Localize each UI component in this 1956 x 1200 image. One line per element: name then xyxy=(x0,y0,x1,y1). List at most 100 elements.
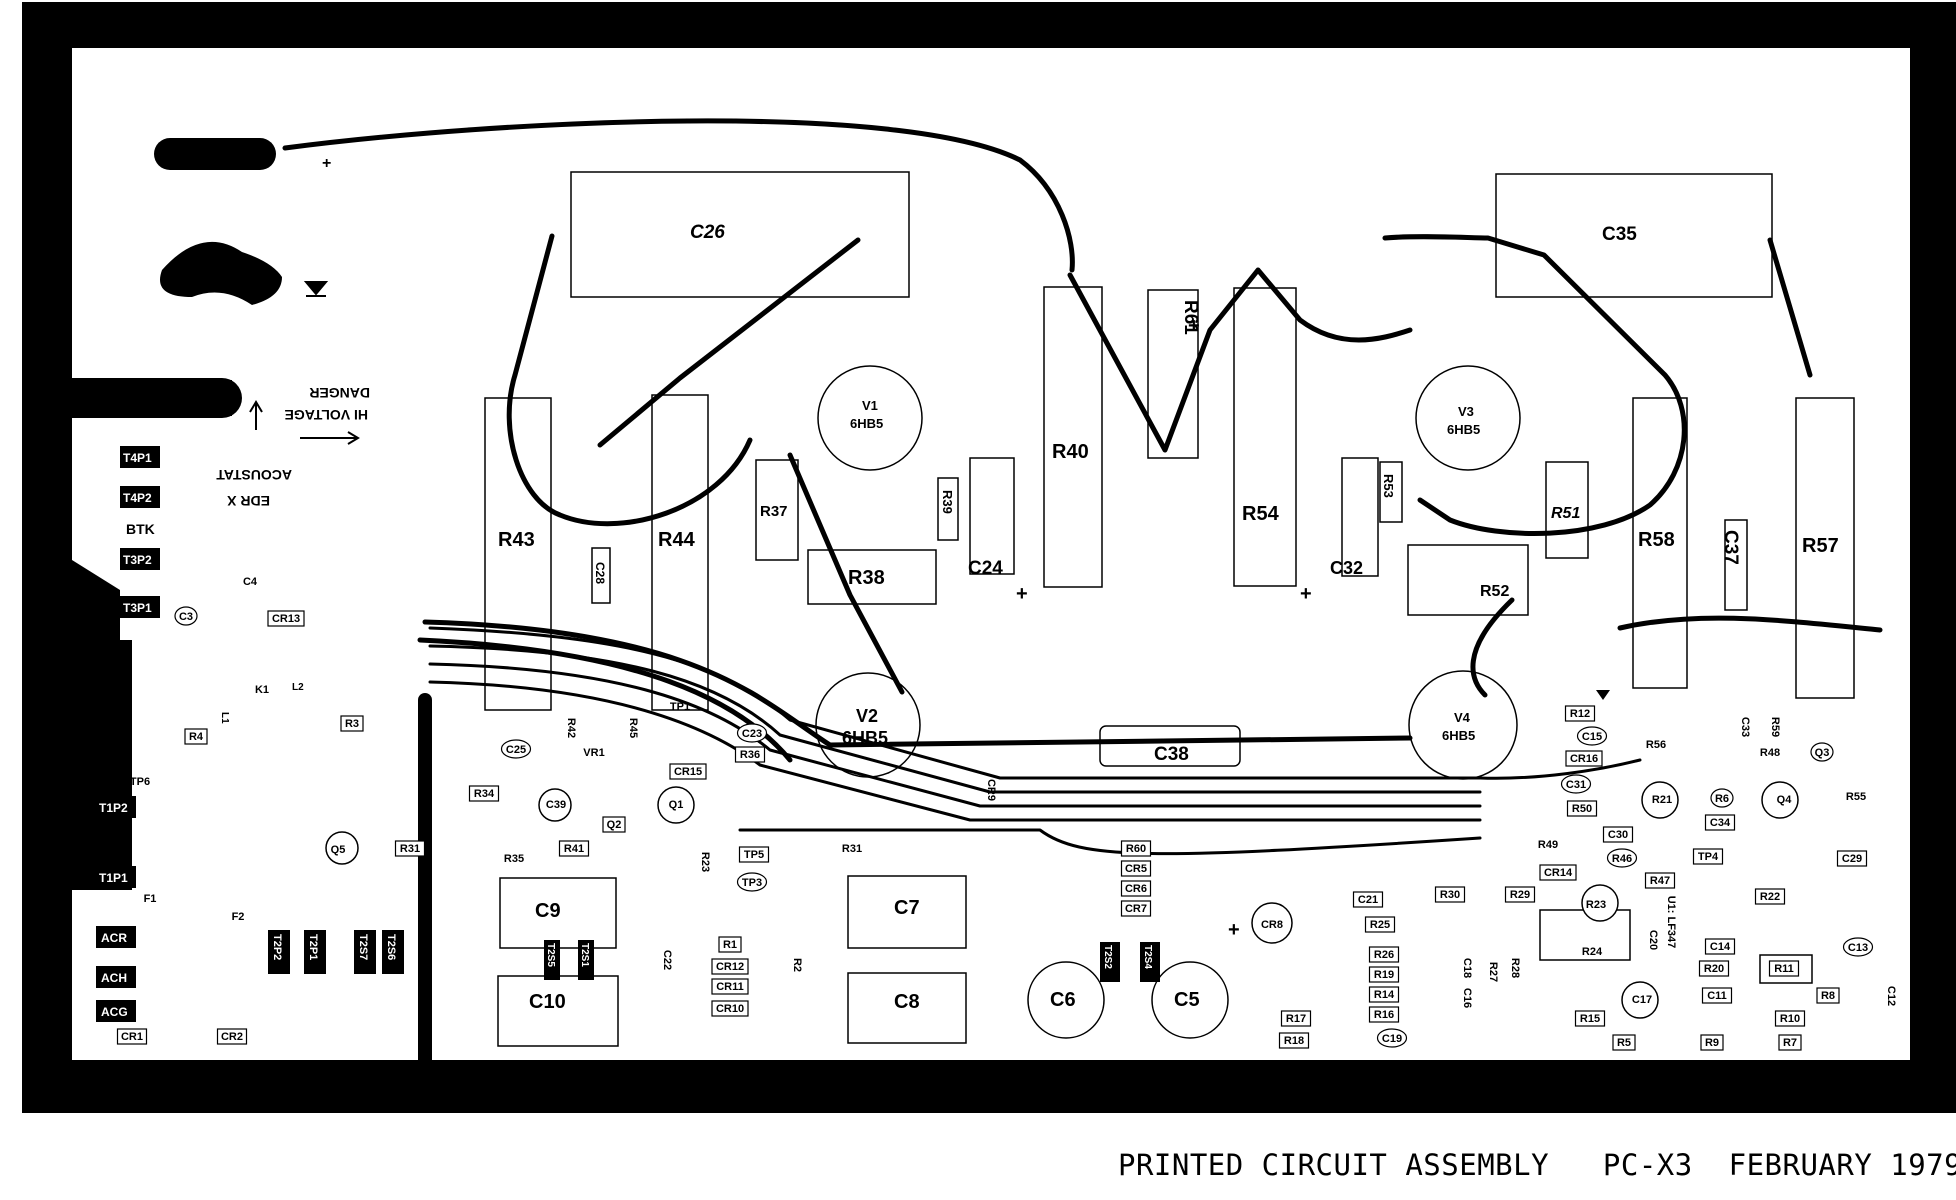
part-outline-c21 xyxy=(1352,891,1384,908)
silk-acoustat: ACOUSTAT xyxy=(216,467,292,483)
component-outlines xyxy=(484,171,1855,1047)
part-label-r29: R29 xyxy=(1510,889,1530,901)
part-outline-r41 xyxy=(558,840,590,857)
part-label-cr6: CR6 xyxy=(1125,883,1147,895)
transistor-q4 xyxy=(1641,781,1679,819)
part-label-r60: R60 xyxy=(1126,843,1146,855)
label-r53: R53 xyxy=(1381,474,1396,498)
transistor-q3 xyxy=(1761,781,1799,819)
terminal-t1p1: T1P1 xyxy=(99,871,128,885)
part-outline-r3 xyxy=(340,715,364,732)
tube-v3-ref: V3 xyxy=(1458,404,1474,419)
big-labels: C26 C35 R61 R40 R54 R43 R44 R58 R57 C37 … xyxy=(498,222,1839,1013)
part-label-r4: R4 xyxy=(189,731,204,743)
tube-v1-ref: V1 xyxy=(862,398,878,413)
tube-v4-type: 6HB5 xyxy=(1442,728,1475,743)
part-outline-tp4 xyxy=(1692,848,1724,865)
part-label-r22: R22 xyxy=(1760,891,1780,903)
tube-labels: V1 6HB5 V2 6HB5 V3 6HB5 V4 6HB5 xyxy=(842,398,1480,748)
label-c26: C26 xyxy=(690,222,725,243)
part-outline-r18 xyxy=(1278,1032,1310,1049)
terminal-t3p1: T3P1 xyxy=(123,601,152,615)
part-label-r23: R23 xyxy=(699,852,711,872)
part-label-r42: R42 xyxy=(565,718,577,738)
traces xyxy=(282,118,1883,1069)
part-label-c13: C13 xyxy=(1848,942,1868,954)
silkscreen: + + + + + DANGER HI VOLTAGE ACOUSTAT EDR… xyxy=(126,155,1312,941)
transistor-q2 xyxy=(657,786,695,824)
tube-v1-type: 6HB5 xyxy=(850,416,883,431)
part-label-u1-lf347: U1: LF347 xyxy=(1665,896,1677,949)
diode-symbol-icon xyxy=(303,281,329,297)
cap-c6 xyxy=(1027,961,1105,1039)
part-outline-r7 xyxy=(1778,1034,1802,1051)
part-outline-c25 xyxy=(500,739,532,759)
arrow-right-icon xyxy=(300,431,360,445)
part-label-cr7: CR7 xyxy=(1125,903,1147,915)
part-label-r30: R30 xyxy=(1440,889,1460,901)
mounting-slot-top xyxy=(154,138,276,170)
part-label-r27: R27 xyxy=(1487,962,1499,982)
part-label-c18: C18 xyxy=(1461,958,1473,978)
part-label-cr1: CR1 xyxy=(121,1031,143,1043)
label-r43: R43 xyxy=(498,529,535,551)
part-outline-q3 xyxy=(1810,742,1834,762)
part-label-c39: C39 xyxy=(546,799,566,811)
silk-btk: BTK xyxy=(126,521,155,537)
label-c9: C9 xyxy=(535,900,561,922)
part-label-f1: F1 xyxy=(144,893,157,905)
terminal-t2s1: T2S1 xyxy=(579,943,590,967)
part-label-c25: C25 xyxy=(506,744,526,756)
label-r52: R52 xyxy=(1480,583,1509,600)
part-label-r21: R21 xyxy=(1652,794,1672,806)
part-outline-c14 xyxy=(1704,938,1736,955)
part-outline-r34 xyxy=(468,785,500,802)
part-outline-r30 xyxy=(1434,886,1466,903)
socket-v1 xyxy=(817,365,923,471)
part-label-r18: R18 xyxy=(1284,1035,1304,1047)
terminal-t4p1: T4P1 xyxy=(123,451,152,465)
part-outline-c13 xyxy=(1842,937,1874,957)
part-label-r34: R34 xyxy=(474,788,495,800)
label-r40: R40 xyxy=(1052,441,1089,463)
tube-v2-type: 6HB5 xyxy=(842,728,888,748)
cap-c21 xyxy=(1251,902,1293,944)
part-outline-cr15 xyxy=(669,763,707,780)
tube-v2-ref: V2 xyxy=(856,706,878,726)
silk-plus-c24: + xyxy=(1016,583,1028,605)
part-label-c19: C19 xyxy=(1382,1033,1402,1045)
part-outline-r25 xyxy=(1364,916,1396,933)
part-outline-r46 xyxy=(1606,848,1638,868)
part-label-r11: R11 xyxy=(1774,963,1794,975)
part-label-cr14: CR14 xyxy=(1544,867,1573,879)
part-label-q4: Q4 xyxy=(1777,794,1793,806)
label-c32: C32 xyxy=(1330,558,1363,578)
label-c5: C5 xyxy=(1174,989,1200,1011)
terminal-acr: ACR xyxy=(101,931,127,945)
label-c7: C7 xyxy=(894,897,920,919)
part-label-r2: R2 xyxy=(791,958,803,972)
part-outline-r5 xyxy=(1612,1034,1636,1051)
part-label-r23: R23 xyxy=(1586,899,1606,911)
part-outline-c29 xyxy=(1836,850,1868,867)
part-label-r20: R20 xyxy=(1704,963,1724,975)
part-outline-r22 xyxy=(1754,888,1786,905)
tube-v3-type: 6HB5 xyxy=(1447,422,1480,437)
part-outline-c15 xyxy=(1576,726,1608,746)
terminal-acg: ACG xyxy=(101,1005,128,1019)
part-label-cr13: CR13 xyxy=(272,613,300,625)
silk-l1: L1 xyxy=(219,712,230,724)
part-label-q1: Q1 xyxy=(669,799,684,811)
part-outline-cr14 xyxy=(1539,864,1577,881)
part-outline-r11 xyxy=(1768,960,1800,977)
part-label-r56: R56 xyxy=(1646,739,1666,751)
tube-sockets xyxy=(325,365,1799,1039)
cap-c5 xyxy=(1151,961,1229,1039)
part-outline-c31 xyxy=(1560,774,1592,794)
part-label-c33: C33 xyxy=(1739,717,1751,737)
terminal-t3p2: T3P2 xyxy=(123,553,152,567)
part-outline-cr13 xyxy=(267,610,305,627)
part-outline-cr6 xyxy=(1120,880,1152,897)
caption: PRINTED CIRCUIT ASSEMBLY PC-X3 FEBRUARY … xyxy=(1118,1148,1956,1182)
